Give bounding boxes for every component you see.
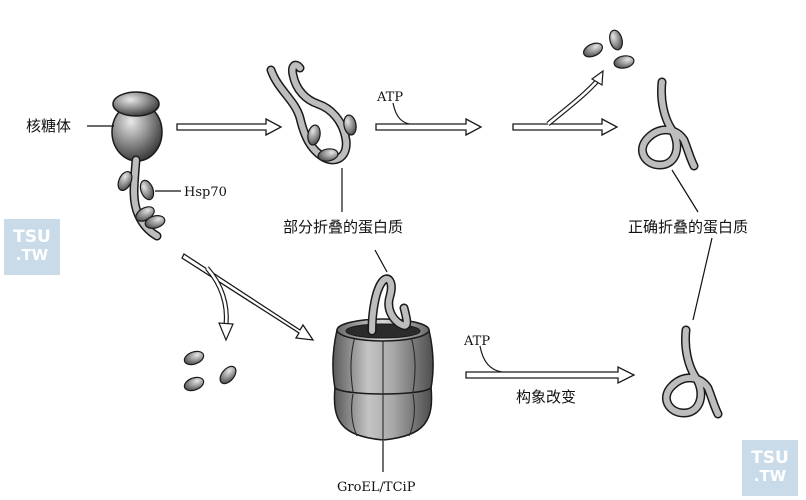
arrow-conformational-change [465,365,636,385]
released-hsp70-top [582,29,635,69]
arrow-to-chaperonin [181,253,315,341]
watermark-logo-right: TSU .TW [742,440,798,496]
atp-top-label: ATP [376,90,403,105]
hsp70-label: Hsp70 [184,185,227,200]
atp-bottom-label: ATP [463,334,490,349]
atp-bottom-curve [479,345,503,373]
atp-top-curve [392,102,416,126]
arrow-atp-top [375,117,483,137]
watermark-logo-left: TSU .TW [4,219,60,275]
protein-in-chaperonin [367,274,412,336]
released-hsp70-bottom [183,350,237,392]
hsp70-molecules [117,170,166,229]
arrow-to-correctly-folded [512,69,619,137]
partially-folded-label: 部分折叠的蛋白质 [283,218,403,236]
arrow-to-partially-folded [176,117,283,137]
correctly-folded-leader-top [671,169,699,213]
watermark-left-line2: .TW [15,246,49,264]
ribosome-small-subunit [112,91,160,117]
correctly-folded-protein-top [638,77,699,171]
conformational-change-label: 构象改变 [516,388,576,406]
watermark-left-line1: TSU [13,227,51,247]
ribosome [111,91,163,162]
chaperonin-protein-leader [374,249,388,273]
correctly-folded-protein-bottom [662,325,723,419]
ribosome-label: 核糖体 [26,117,71,135]
partially-folded-protein [266,60,357,165]
arrow-release-hsp70 [205,266,234,342]
chaperonin-label: GroEL/TCiP [337,480,416,495]
watermark-right-line1: TSU [751,448,789,468]
correctly-folded-leader-bottom [692,237,713,321]
correctly-folded-label: 正确折叠的蛋白质 [628,218,748,236]
watermark-right-line2: .TW [753,467,787,485]
chaperonin-barrel [332,318,434,441]
